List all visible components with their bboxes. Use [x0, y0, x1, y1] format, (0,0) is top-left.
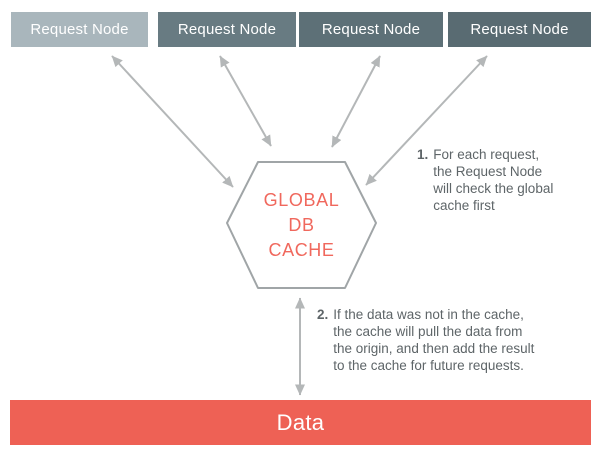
request-node-1: Request Node: [11, 12, 148, 47]
arrow-node3-cache: [331, 55, 381, 148]
data-bar-label: Data: [276, 409, 325, 435]
request-node-3: Request Node: [299, 12, 443, 47]
annotation-2: 2. If the data was not in the cache, the…: [317, 306, 582, 374]
annotation-1: 1. For each request, the Request Node wi…: [417, 146, 592, 214]
request-node-4-label: Request Node: [470, 21, 569, 38]
request-node-3-label: Request Node: [321, 21, 421, 38]
data-bar: Data: [10, 400, 591, 445]
request-node-2: Request Node: [158, 12, 296, 47]
request-node-1-label: Request Node: [30, 21, 129, 38]
annotation-1-number: 1.: [417, 147, 429, 162]
annotation-2-text: If the data was not in the cache, the ca…: [333, 307, 535, 373]
annotation-2-number: 2.: [317, 307, 329, 322]
request-node-2-label: Request Node: [177, 21, 277, 38]
annotation-1-text: For each request, the Request Node will …: [433, 147, 554, 213]
cache-hexagon: [226, 161, 377, 289]
arrow-node2-cache: [219, 55, 272, 147]
request-node-4: Request Node: [448, 12, 591, 47]
arrow-node4-cache: [365, 55, 488, 186]
arrow-node1-cache: [111, 55, 234, 188]
cache-label: GLOBAL DB CACHE: [263, 189, 340, 260]
